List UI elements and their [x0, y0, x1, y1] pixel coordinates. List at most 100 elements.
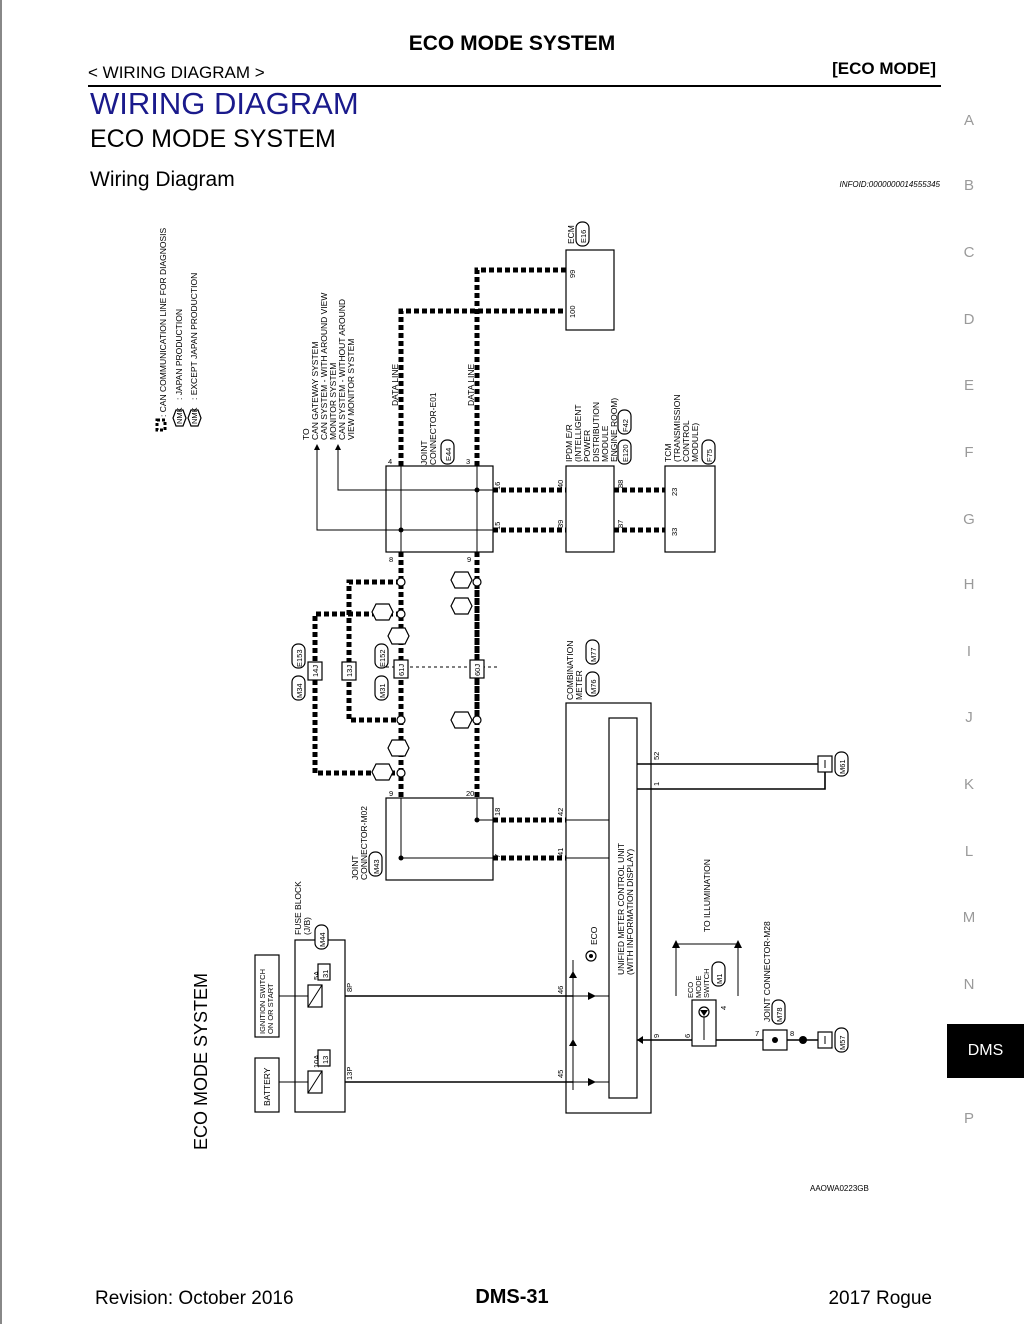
side-index-i[interactable]: I: [966, 643, 972, 660]
side-index-m[interactable]: M: [962, 909, 976, 926]
svg-text:CAN SYSTEM - WITHOUT AROUND: CAN SYSTEM - WITHOUT AROUND: [337, 299, 347, 440]
side-index-b[interactable]: B: [963, 177, 974, 194]
svg-text:COMBINATION: COMBINATION: [565, 641, 575, 700]
svg-text:M76: M76: [589, 679, 598, 694]
legend-can-line: : CAN COMMUNICATION LINE FOR DIAGNOSIS: [158, 227, 168, 417]
svg-text:M78: M78: [775, 1007, 784, 1022]
legend-except-japan: : EXCEPT JAPAN PRODUCTION: [189, 273, 199, 400]
svg-text:9: 9: [652, 1034, 661, 1038]
svg-text:CAN GATEWAY SYSTEM: CAN GATEWAY SYSTEM: [310, 342, 320, 440]
svg-text:M1: M1: [715, 974, 724, 984]
footer-model: 2017 Rogue: [828, 1288, 932, 1309]
page-system-title: ECO MODE SYSTEM: [408, 32, 616, 55]
breadcrumb[interactable]: < WIRING DIAGRAM >: [88, 63, 265, 82]
diagram-vertical-title: ECO MODE SYSTEM: [191, 973, 211, 1150]
ignition-switch-box: [254, 954, 280, 1038]
side-index-h[interactable]: H: [963, 576, 975, 593]
svg-text:42: 42: [556, 808, 565, 816]
svg-text:M31: M31: [378, 683, 387, 698]
svg-text:ECO: ECO: [686, 982, 695, 998]
svg-text:99: 99: [568, 270, 577, 278]
side-index-d[interactable]: D: [963, 311, 975, 328]
header-divider: [88, 85, 941, 87]
svg-text:45: 45: [556, 1070, 565, 1078]
svg-text:100: 100: [568, 305, 577, 318]
svg-text:60J: 60J: [473, 664, 482, 676]
svg-text:CAN SYSTEM - WITH AROUND VIEW: CAN SYSTEM - WITH AROUND VIEW: [319, 293, 329, 440]
side-index-c[interactable]: C: [963, 244, 975, 261]
svg-text:CONNECTOR-E01: CONNECTOR-E01: [428, 392, 438, 465]
svg-text:ECO: ECO: [589, 926, 599, 945]
svg-text:1: 1: [652, 782, 661, 786]
svg-text:F75: F75: [705, 449, 714, 462]
svg-text:POWER: POWER: [582, 430, 592, 462]
svg-text:BATTERY: BATTERY: [262, 1067, 272, 1106]
footer-page-number: DMS-31: [475, 1286, 549, 1308]
svg-text:M44: M44: [318, 932, 327, 947]
svg-text:18: 18: [493, 808, 502, 816]
svg-text:13P: 13P: [345, 1067, 354, 1080]
svg-text:8: 8: [389, 555, 393, 564]
side-index-k[interactable]: K: [963, 776, 974, 793]
svg-text:88: 88: [616, 480, 625, 488]
svg-text:16: 16: [493, 482, 502, 490]
svg-text:31: 31: [321, 970, 330, 978]
svg-text:15: 15: [493, 522, 502, 530]
svg-text:(WITH INFORMATION DISPLAY): (WITH INFORMATION DISPLAY): [625, 849, 635, 975]
svg-text:4: 4: [388, 457, 392, 466]
side-index-j[interactable]: J: [965, 709, 973, 726]
svg-text:9: 9: [389, 789, 393, 798]
svg-text:VIEW MONITOR SYSTEM: VIEW MONITOR SYSTEM: [346, 339, 356, 440]
svg-text:ECM: ECM: [566, 225, 576, 244]
svg-text:61J: 61J: [397, 664, 406, 676]
diagram-image-code: AAOWA0223GB: [810, 1184, 869, 1193]
svg-text:(J/B): (J/B): [302, 917, 312, 935]
svg-text:F42: F42: [621, 419, 630, 432]
svg-text:E16: E16: [579, 230, 588, 243]
svg-text:JOINT: JOINT: [419, 440, 429, 465]
svg-text:39: 39: [556, 520, 565, 528]
legend-japan: : JAPAN PRODUCTION: [174, 309, 184, 400]
svg-text:FUSE BLOCK: FUSE BLOCK: [293, 881, 303, 935]
joint-connector-m02-box: [385, 797, 494, 881]
svg-text:ENGINE ROOM): ENGINE ROOM): [609, 398, 619, 462]
data-line-label-1: DATA LINE: [390, 363, 400, 406]
svg-text:E152: E152: [378, 649, 387, 667]
side-index-a[interactable]: A: [963, 112, 974, 129]
svg-text:9: 9: [467, 555, 471, 564]
side-index-f[interactable]: F: [964, 444, 974, 461]
to-can-gateway-label: TO CAN GATEWAY SYSTEM CAN SYSTEM - WITH …: [301, 293, 356, 440]
heading-wiring-diagram: WIRING DIAGRAM: [90, 86, 359, 121]
svg-text:46: 46: [556, 986, 565, 994]
svg-text:NMK: NMK: [175, 407, 184, 424]
svg-text:M77: M77: [589, 647, 598, 662]
side-index-dms-active[interactable]: DMS: [947, 1024, 1024, 1078]
svg-text:ON OR START: ON OR START: [266, 983, 275, 1034]
svg-text:33: 33: [670, 528, 679, 536]
side-index-g[interactable]: G: [963, 511, 975, 528]
svg-text:M61: M61: [838, 759, 847, 774]
svg-text:8P: 8P: [345, 983, 354, 992]
svg-text:CONNECTOR-M02: CONNECTOR-M02: [359, 806, 369, 880]
side-index-e[interactable]: E: [963, 377, 974, 394]
legend: : CAN COMMUNICATION LINE FOR DIAGNOSIS N…: [155, 227, 202, 432]
side-index-n[interactable]: N: [963, 976, 975, 993]
footer-revision: Revision: October 2016: [95, 1288, 294, 1309]
svg-text:3: 3: [466, 457, 470, 466]
svg-text:JOINT CONNECTOR-M28: JOINT CONNECTOR-M28: [762, 921, 772, 1022]
svg-text:5A: 5A: [312, 971, 321, 980]
svg-text:13J: 13J: [345, 665, 354, 677]
svg-text:IGNITION SWITCH: IGNITION SWITCH: [258, 969, 267, 1034]
svg-text:NMK: NMK: [190, 407, 199, 424]
info-id: INFOID:0000000014555345: [839, 180, 940, 189]
svg-text:10A: 10A: [312, 1055, 321, 1068]
svg-text:E120: E120: [621, 444, 630, 462]
side-index-l[interactable]: L: [964, 843, 974, 860]
svg-text:41: 41: [556, 848, 565, 856]
svg-text:M43: M43: [372, 859, 381, 874]
svg-text:(TRANSMISSION: (TRANSMISSION: [672, 394, 682, 462]
heading-eco-mode-system: ECO MODE SYSTEM: [90, 125, 336, 153]
side-index-p[interactable]: P: [963, 1110, 974, 1127]
svg-text:8: 8: [790, 1029, 794, 1038]
